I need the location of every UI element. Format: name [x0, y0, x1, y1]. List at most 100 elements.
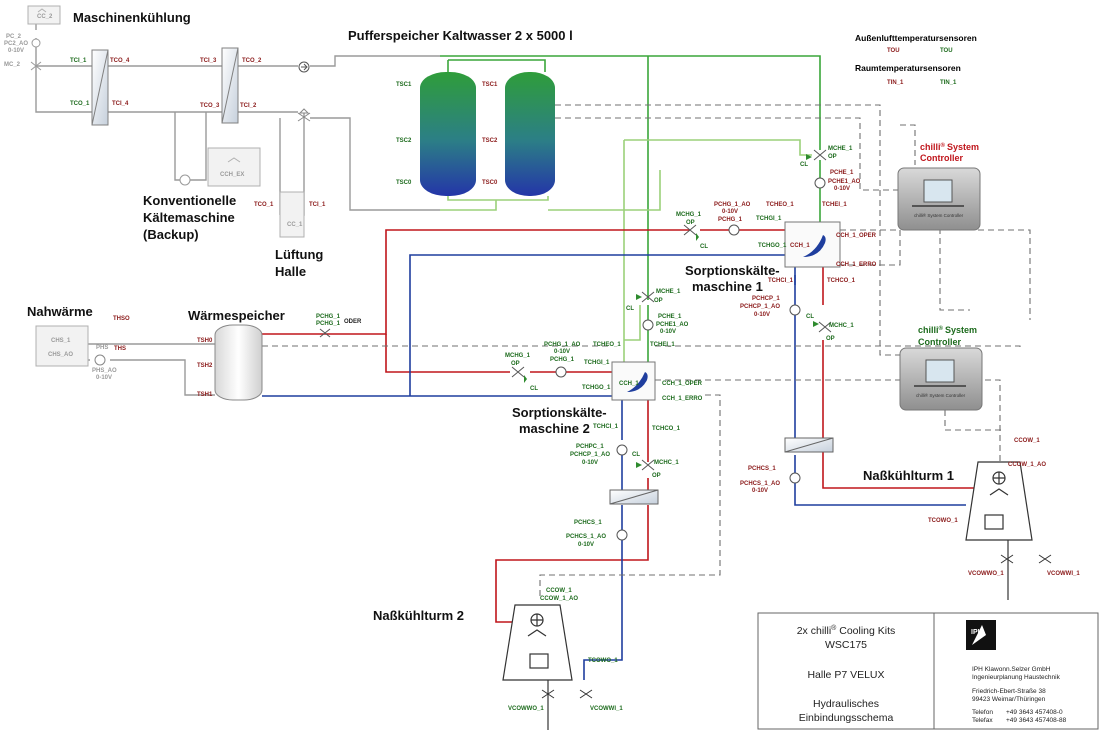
return-water-pipes — [262, 254, 966, 680]
pumps-sorption — [555, 177, 826, 541]
label-vcowwo1a: VCOWWO_1 — [968, 571, 1004, 577]
label-pchg1a: PCHG_1 — [718, 217, 743, 223]
label-tsc0a: TSC0 — [396, 180, 412, 186]
label-ccow1a: CCOW_1 — [1014, 438, 1040, 444]
heat-storage-tank — [214, 324, 263, 401]
heading-sorption2-1: Sorptionskälte- — [512, 405, 607, 420]
label-pchcs1aoa: PCHCS_1_AO — [740, 481, 780, 487]
label-tci4: TCI_4 — [112, 101, 129, 107]
label-op4: OP — [654, 298, 663, 304]
label-tcowo1b: TCOWO_1 — [588, 658, 618, 664]
label-mche1b: MCHE_1 — [656, 289, 681, 295]
company-street: Friedrich-Ebert-Straße 38 — [972, 688, 1046, 695]
label-pchpc1b: PCHPC_1 — [576, 444, 604, 450]
label-tsc1a: TSC1 — [396, 82, 412, 88]
label-cch1operb: CCH_1_OPER — [662, 381, 703, 387]
label-tsh2: TSH2 — [197, 363, 213, 369]
heading-lueftung-2: Halle — [275, 264, 306, 279]
label-mchg1a: MCHG_1 — [676, 212, 702, 218]
label-pchcs1a: PCHCS_1 — [748, 466, 776, 472]
label-phs: PHS — [96, 345, 108, 351]
label-phsao: PHS_AO — [92, 368, 117, 374]
label-ccow1aoa: CCOW_1_AO — [1008, 462, 1046, 468]
label-pchcs1b: PCHCS_1 — [574, 520, 602, 526]
label-pchg1b: PCHG_1 — [550, 357, 575, 363]
label-tco1b: TCO_1 — [254, 202, 274, 208]
label-cl2: CL — [700, 244, 708, 250]
heading-maschinenkuehlung: Maschinenkühlung — [73, 10, 191, 25]
heading-waermespeicher: Wärmespeicher — [188, 308, 285, 323]
control-signal-lines — [262, 104, 1031, 600]
label-cch1b: CCH_1 — [619, 381, 639, 387]
label-tchei1b: TCHEI_1 — [650, 342, 675, 348]
label-op6: OP — [652, 473, 661, 479]
label-tsc1b: TSC1 — [482, 82, 498, 88]
heading-pufferspeicher: Pufferspeicher Kaltwasser 2 x 5000 l — [348, 28, 573, 43]
label-mc2: MC_2 — [4, 62, 21, 68]
label-tci1: TCI_1 — [70, 58, 87, 64]
label-tchci1a: TCHCI_1 — [768, 278, 794, 284]
controller1-title-brand: chilli®System — [920, 142, 979, 152]
iph-logo-text: IPH — [971, 629, 983, 636]
label-vcowwi1a: VCOWWI_1 — [1047, 571, 1080, 577]
company-city: 99423 Weimar/Thüringen — [972, 696, 1046, 703]
label-tcheo1a: TCHEO_1 — [766, 202, 794, 208]
system-controller-1 — [897, 167, 981, 231]
label-tchgi1b: TCHGI_1 — [584, 360, 610, 366]
three-way-valves — [511, 149, 832, 471]
label-pchcs1aob: PCHCS_1_AO — [566, 534, 606, 540]
label-cch1erroa: CCH_1_ERRO — [836, 262, 877, 268]
label-tco1a: TCO_1 — [70, 101, 90, 107]
label-pchg1d: PCHG_1 — [316, 321, 341, 327]
label-pche1a: PCHE_1 — [830, 170, 854, 176]
pc2-pump — [31, 38, 41, 48]
label-tchei1a: TCHEI_1 — [822, 202, 847, 208]
heading-konv-3: (Backup) — [143, 227, 199, 242]
label-vcowwo1b: VCOWWO_1 — [508, 706, 544, 712]
label-010v-b: 0-10V — [834, 186, 850, 192]
company-subtitle: Ingenieurplanung Haustechnik — [972, 674, 1061, 681]
controller1-face-label: chilli® System Controller — [914, 212, 964, 218]
label-ccow1aob: CCOW_1_AO — [540, 596, 578, 602]
label-mchc1a: MCHC_1 — [829, 323, 854, 329]
label-cl6: CL — [632, 452, 640, 458]
label-tou1: TOU — [887, 48, 900, 54]
heading-konv-2: Kältemaschine — [143, 210, 235, 225]
label-tsh0: TSH0 — [197, 338, 213, 344]
label-tci1b: TCI_1 — [309, 202, 326, 208]
title-line5: Einbindungsschema — [799, 712, 894, 724]
label-cch1opera: CCH_1_OPER — [836, 233, 877, 239]
label-pche1aob: PCHE1_AO — [656, 322, 689, 328]
label-pc2ao: PC2_AO — [4, 41, 28, 47]
label-tin2: TIN_1 — [940, 80, 957, 86]
pump-cch-ex — [179, 174, 191, 186]
heading-konv-1: Konventionelle — [143, 193, 236, 208]
label-cl1: CL — [800, 162, 808, 168]
hx-tower-2 — [609, 489, 659, 505]
label-010v-g: 0-10V — [554, 349, 570, 355]
label-pchg1aob: PCHG_1_AO — [544, 342, 581, 348]
label-tsc2a: TSC2 — [396, 138, 412, 144]
label-tci3: TCI_3 — [200, 58, 217, 64]
label-pche1b: PCHE_1 — [658, 314, 682, 320]
label-pchg1c: PCHG_1 — [316, 314, 341, 320]
label-tchco1a: TCHCO_1 — [827, 278, 856, 284]
label-010v-i: 0-10V — [578, 542, 594, 548]
mc2-valve — [30, 61, 42, 71]
label-tin1: TIN_1 — [887, 80, 904, 86]
label-010v-c: 0-10V — [722, 209, 738, 215]
label-010v-f: 0-10V — [660, 329, 676, 335]
label-010v-j: 0-10V — [96, 375, 112, 381]
sorption-machine-2 — [611, 361, 656, 401]
heading-turm2: Naßkühlturm 2 — [373, 608, 464, 623]
label-tchgi1a: TCHGI_1 — [756, 216, 782, 222]
label-op2: OP — [686, 220, 695, 226]
label-cl5: CL — [530, 386, 538, 392]
sensor-labels: CC_2 PC_2 PC2_AO 0-10V MC_2 TCI_1 TCO_4 … — [4, 14, 1080, 712]
label-tchgo1b: TCHGO_1 — [582, 385, 611, 391]
heading-sorption1-2: maschine 1 — [692, 279, 763, 294]
title-block — [757, 612, 1099, 730]
headings: Maschinenkühlung Pufferspeicher Kaltwass… — [27, 10, 979, 623]
cch-ex-machine — [207, 147, 261, 187]
